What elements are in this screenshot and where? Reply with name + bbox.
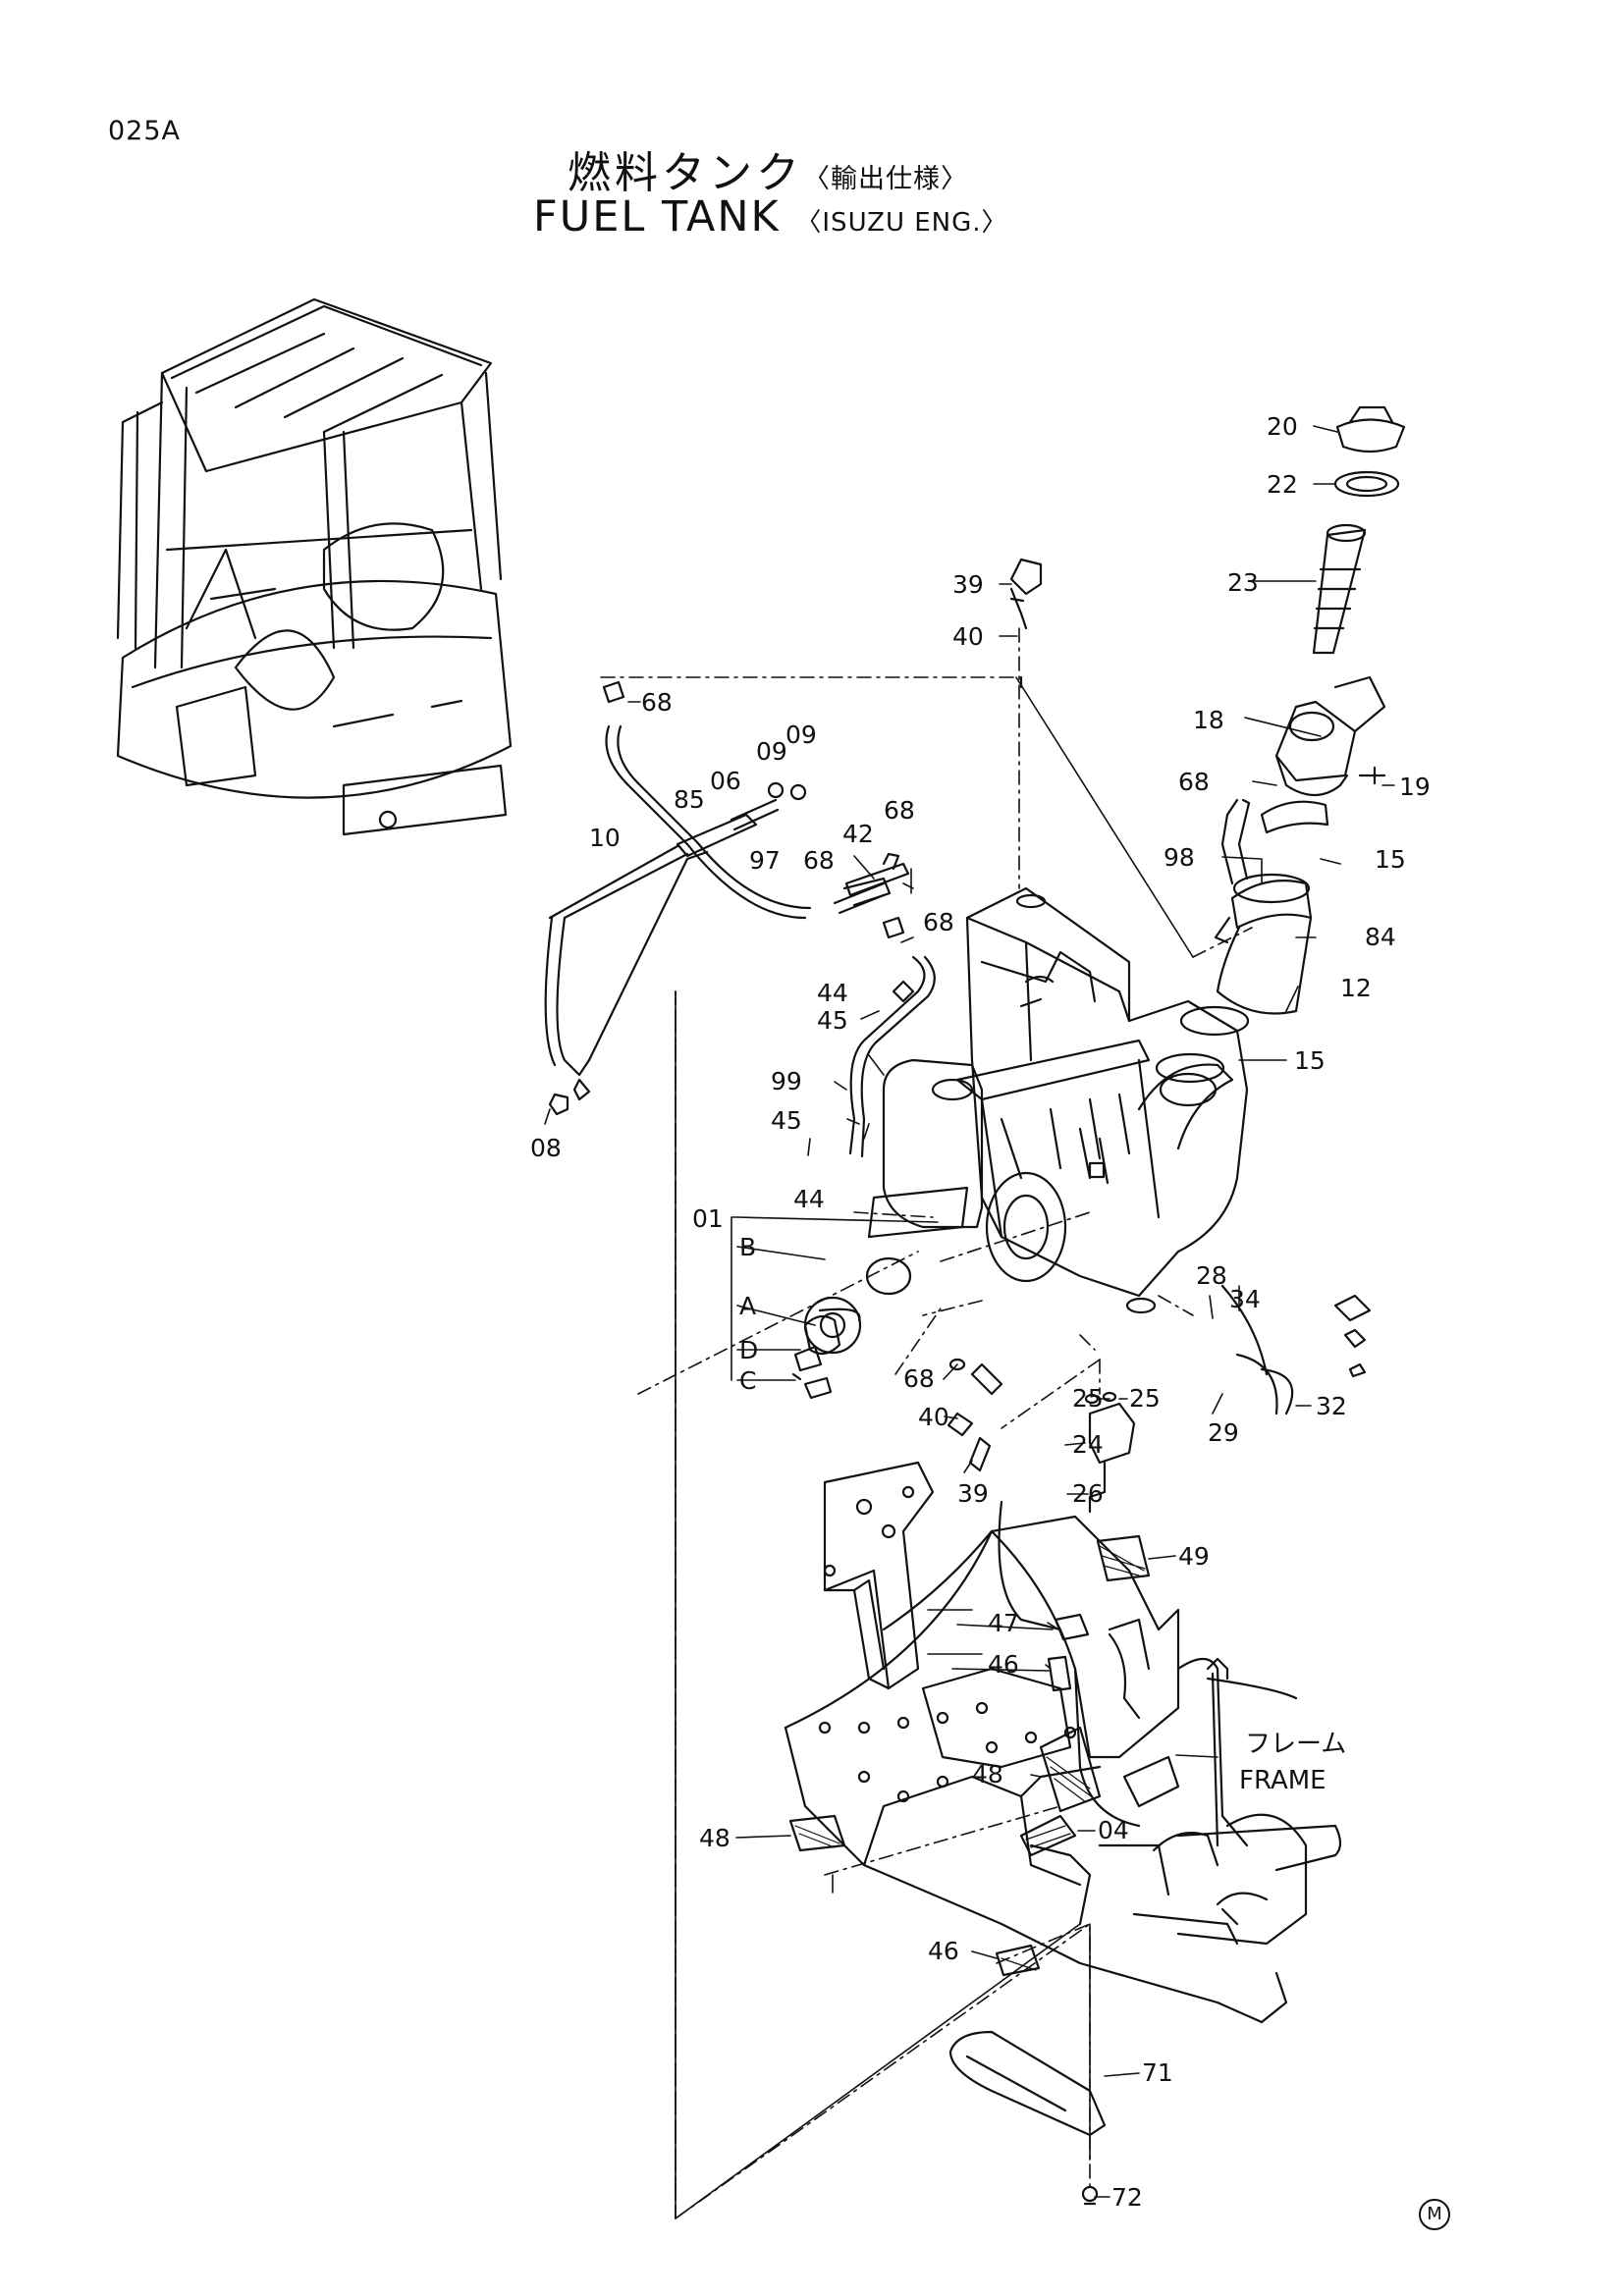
callout-label: 85	[674, 785, 705, 814]
callout-label: 68	[884, 796, 915, 825]
callout-label: 68	[1178, 768, 1210, 796]
fuel-lines	[544, 724, 1294, 1415]
callout-label: 25	[1129, 1384, 1161, 1413]
callout-label: 40	[952, 622, 984, 651]
filler-neck-assembly	[1155, 405, 1406, 1084]
callout-label: 20	[1267, 412, 1298, 441]
callout-label: 09	[756, 737, 787, 766]
callout-label: 40	[918, 1403, 949, 1431]
callout-label: 44	[793, 1185, 825, 1213]
callout-label: 47	[988, 1609, 1019, 1637]
callout-label: 01	[692, 1204, 724, 1233]
callout-label: 45	[771, 1106, 802, 1135]
callout-label: 10	[589, 824, 621, 852]
circled-m-mark: M	[1419, 2199, 1450, 2230]
callout-label: 24	[1072, 1430, 1104, 1459]
frame-label-english: FRAME	[1239, 1766, 1326, 1795]
callout-label: C	[739, 1366, 756, 1395]
callout-label: A	[739, 1292, 756, 1320]
callout-label: 15	[1294, 1046, 1326, 1075]
callout-label: 28	[1196, 1261, 1227, 1290]
callout-label: 44	[817, 979, 848, 1007]
callout-label: 12	[1340, 974, 1372, 1002]
callout-leaders	[544, 425, 1395, 2198]
callout-label: 39	[957, 1479, 989, 1508]
callout-label: 09	[785, 721, 817, 749]
callout-label: 68	[923, 908, 954, 936]
callout-label: 68	[641, 688, 673, 717]
callout-label: 32	[1316, 1392, 1347, 1420]
callout-label: 48	[972, 1760, 1003, 1789]
callout-label: 72	[1111, 2183, 1143, 2212]
callout-label: 46	[988, 1650, 1019, 1679]
callout-label: 68	[803, 846, 835, 875]
callout-label: 18	[1193, 706, 1224, 734]
callout-label: 98	[1164, 843, 1195, 872]
pad-hatching	[794, 1545, 1146, 1971]
page-code: 025A	[108, 116, 182, 146]
callout-label: D	[739, 1336, 758, 1364]
callout-label: 23	[1227, 568, 1259, 597]
callout-label: 97	[749, 846, 781, 875]
callout-label: 68	[903, 1364, 935, 1393]
callout-label: 15	[1375, 845, 1406, 874]
callout-labels: 20 22 23 39 40 68 09 09 18 19 68 85 06 1…	[530, 412, 1431, 2212]
fuel-tank	[882, 886, 1249, 1314]
machine-frame	[784, 1461, 1342, 2024]
frame-label-japanese: フレーム	[1245, 1730, 1346, 1759]
title-english: FUEL TANK 〈ISUZU ENG.〉	[533, 192, 1008, 241]
callout-label: 71	[1142, 2058, 1173, 2087]
callout-label: 49	[1178, 1542, 1210, 1571]
callout-label: 06	[710, 767, 741, 795]
callout-label: 42	[842, 820, 874, 848]
callout-label: 39	[952, 570, 984, 599]
callout-label: 99	[771, 1067, 802, 1095]
frame-pads	[788, 1534, 1151, 2206]
callout-label: 48	[699, 1824, 731, 1852]
callout-label: 46	[928, 1937, 959, 1965]
callout-label: 04	[1098, 1816, 1129, 1844]
callout-label: 08	[530, 1134, 562, 1162]
callout-label: 25	[1072, 1384, 1104, 1413]
callout-label: 26	[1072, 1479, 1104, 1508]
callout-label: 34	[1229, 1285, 1261, 1313]
title-japanese: 燃料タンク〈輸出仕様〉	[568, 148, 968, 198]
callout-label: 29	[1208, 1418, 1239, 1447]
callout-label: 19	[1399, 773, 1431, 801]
callout-label: 84	[1365, 923, 1396, 951]
title-japanese-sub: 〈輸出仕様〉	[803, 164, 968, 194]
callout-label: 45	[817, 1006, 848, 1035]
callout-label: B	[739, 1233, 756, 1261]
machine-overview-illustration	[116, 297, 513, 836]
fittings	[548, 558, 1386, 1514]
callout-label: 22	[1267, 470, 1298, 499]
title-english-sub: 〈ISUZU ENG.〉	[795, 208, 1008, 238]
frame-boundary	[675, 676, 1194, 2219]
